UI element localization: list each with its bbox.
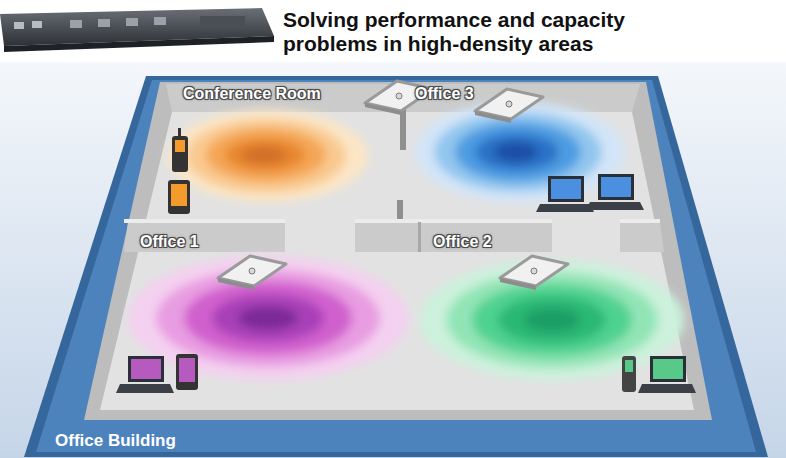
room-label: Office 3 — [415, 85, 474, 103]
coverage-heatmap — [128, 102, 684, 380]
wireless-phone — [622, 356, 636, 392]
pda — [176, 354, 198, 390]
wireless-phone — [172, 128, 188, 172]
room-label: Conference Room — [183, 85, 321, 103]
room-label-box: Office 3 — [412, 84, 477, 104]
laptop — [116, 356, 174, 393]
access-point — [475, 89, 543, 123]
wlan-controller — [0, 8, 274, 52]
inner-wall — [124, 219, 664, 252]
backdrop — [0, 62, 786, 458]
room-label: Office 2 — [433, 233, 492, 251]
building-plate — [36, 80, 756, 452]
room-label-box: Office 2 — [430, 232, 495, 252]
diagram-title: Solving performance and capacity problem… — [283, 8, 723, 56]
building-label: Office Building — [30, 431, 178, 455]
laptop — [536, 176, 594, 212]
room-label-box: Conference Room — [180, 84, 324, 104]
access-point — [218, 256, 286, 290]
access-point — [500, 256, 568, 290]
room-label-box: Office 1 — [137, 232, 202, 252]
pda — [168, 180, 190, 214]
building-outline: Office Building Conference Room Office 3 Of… — [30, 78, 760, 455]
building-plate — [24, 76, 768, 457]
outer-wall — [84, 82, 712, 420]
laptop — [586, 174, 644, 210]
room-label: Office 1 — [140, 233, 199, 251]
laptop — [638, 356, 696, 393]
